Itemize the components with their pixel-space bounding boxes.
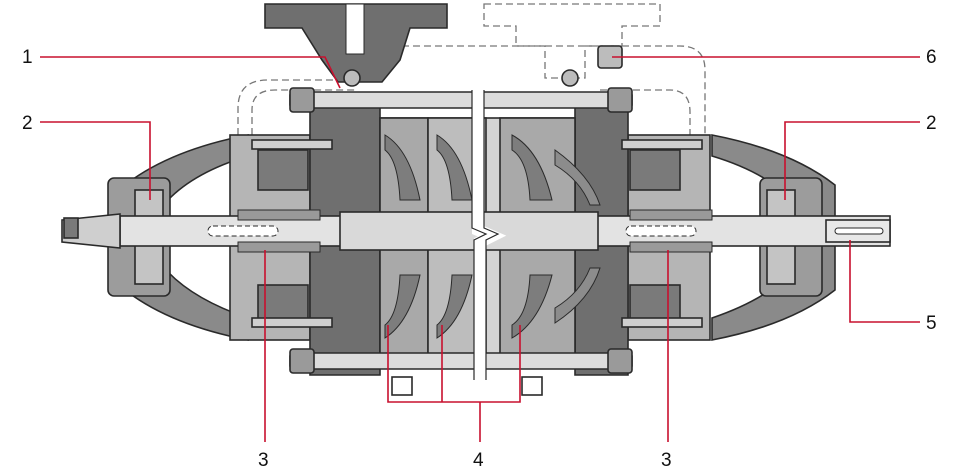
leader-5 bbox=[849, 240, 920, 323]
right-mechanical-seal bbox=[625, 209, 713, 253]
leader-2-left bbox=[40, 121, 151, 200]
tie-bolt-bottom bbox=[289, 348, 633, 374]
leader-lines bbox=[40, 56, 920, 442]
callout-3-right: 3 bbox=[661, 450, 672, 471]
tie-bolt-top bbox=[289, 87, 633, 113]
discharge-nozzle bbox=[264, 3, 448, 83]
left-mechanical-seal bbox=[207, 209, 321, 253]
leader-4 bbox=[387, 325, 521, 403]
callout-5: 5 bbox=[926, 313, 937, 334]
break-line bbox=[471, 90, 507, 380]
callout-2-right: 2 bbox=[926, 113, 937, 134]
callout-6: 6 bbox=[926, 47, 937, 68]
coupling-hub-left bbox=[61, 213, 121, 249]
leader-2-right bbox=[784, 121, 920, 200]
housing-bolts bbox=[251, 139, 703, 328]
vent-plug bbox=[343, 45, 623, 87]
callout-1: 1 bbox=[22, 47, 33, 68]
leader-1 bbox=[40, 56, 341, 89]
impellers bbox=[384, 134, 601, 339]
callout-3-left: 3 bbox=[258, 450, 269, 471]
callout-labels: 1 2 2 3 3 4 5 6 bbox=[22, 47, 937, 471]
drain-plugs bbox=[391, 376, 543, 396]
callout-2-left: 2 bbox=[22, 113, 33, 134]
callout-4: 4 bbox=[473, 450, 484, 471]
